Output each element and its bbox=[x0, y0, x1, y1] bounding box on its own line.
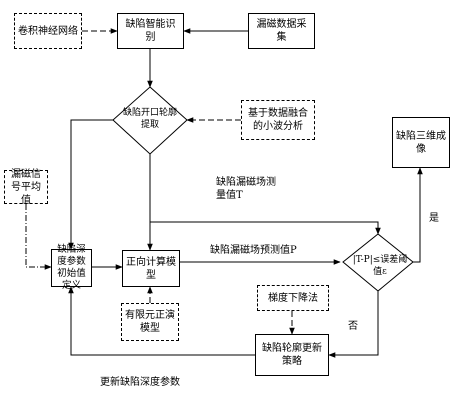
compare-diamond bbox=[342, 233, 414, 292]
edge-compare-to-update bbox=[328, 291, 379, 358]
edge-signal-to-depth bbox=[25, 204, 52, 270]
gradient-box: 梯度下降法 bbox=[257, 285, 329, 311]
compare-label: |T-P|≤误差阈值ε bbox=[352, 255, 408, 277]
intelligent-identify-box: 缺陷智能识别 bbox=[117, 13, 184, 49]
fem-model-box: 有限元正演模型 bbox=[121, 303, 179, 341]
measured-label: 缺陷漏磁场测量值T bbox=[216, 177, 276, 201]
edge-measured-to-compare bbox=[150, 221, 381, 235]
depth-init-box: 缺陷深度参数初始值定义 bbox=[51, 244, 92, 291]
no-label: 否 bbox=[348, 321, 358, 332]
cnn-box: 卷积神经网络 bbox=[14, 13, 82, 49]
predicted-label: 缺陷漏磁场预测值P bbox=[210, 245, 297, 256]
update-strategy-box: 缺陷轮廓更新策略 bbox=[255, 334, 329, 376]
mfl-data-box: 漏磁数据采集 bbox=[248, 13, 315, 49]
wavelet-box: 基于数据融合的小波分析 bbox=[241, 100, 315, 140]
edge-compare-to-3d bbox=[413, 167, 423, 263]
three-d-imaging-box: 缺陷三维成像 bbox=[392, 117, 450, 168]
edge-contour-to-depth bbox=[68, 119, 117, 250]
contour-extract-diamond bbox=[112, 86, 188, 155]
update-depth-label: 更新缺陷深度参数 bbox=[100, 377, 180, 388]
forward-model-box: 正向计算模型 bbox=[122, 250, 180, 287]
signal-avg-box: 漏磁信号平均值 bbox=[4, 169, 48, 206]
contour-extract-label: 缺陷开口轮廓提取 bbox=[122, 108, 177, 130]
edge-update-to-depth bbox=[68, 286, 255, 356]
yes-label: 是 bbox=[429, 213, 439, 224]
